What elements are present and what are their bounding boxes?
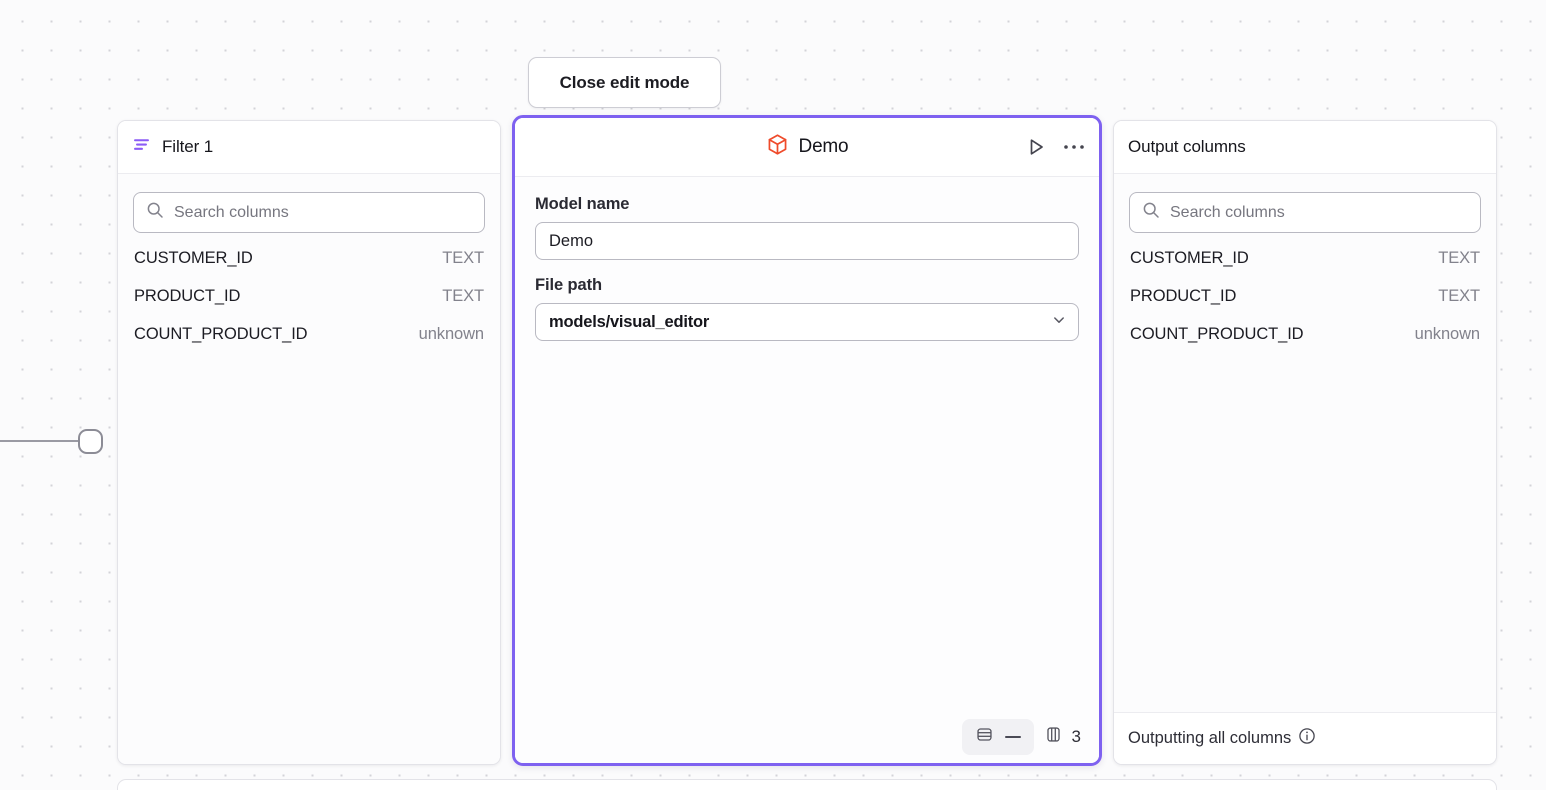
model-name-label: Model name bbox=[535, 195, 630, 213]
connector-line bbox=[0, 440, 80, 442]
column-row[interactable]: CUSTOMER_ID TEXT bbox=[1128, 249, 1482, 287]
ellipsis-icon[interactable] bbox=[1063, 143, 1085, 151]
demo-panel-header: Demo bbox=[515, 118, 1099, 177]
filter-panel-body: CUSTOMER_ID TEXT PRODUCT_ID TEXT COUNT_PRODU… bbox=[118, 174, 500, 764]
filter-column-list: CUSTOMER_ID TEXT PRODUCT_ID TEXT COUNT_PRODU… bbox=[118, 249, 500, 363]
file-path-select[interactable]: models/visual_editor bbox=[535, 303, 1079, 341]
column-name: COUNT_PRODUCT_ID bbox=[1130, 325, 1304, 343]
column-count-value: 3 bbox=[1071, 727, 1081, 746]
column-name: CUSTOMER_ID bbox=[1130, 249, 1249, 267]
row-count-value bbox=[1004, 736, 1021, 738]
output-columns-panel[interactable]: Output columns CUSTOMER_IDTEXTPRODUCT_ID… bbox=[1113, 120, 1497, 765]
columns-icon bbox=[1044, 725, 1063, 749]
row-count-group[interactable] bbox=[961, 719, 1034, 755]
output-search-wrapper[interactable] bbox=[1129, 192, 1481, 233]
filter-panel-title: Filter 1 bbox=[162, 137, 214, 156]
output-panel-body: CUSTOMER_ID TEXT PRODUCT_ID TEXT COUNT_PRODU… bbox=[1114, 174, 1496, 712]
column-row[interactable]: COUNT_PRODUCT_ID unknown bbox=[132, 325, 486, 363]
filter-search-input[interactable] bbox=[174, 203, 472, 222]
output-column-list: CUSTOMER_ID TEXT PRODUCT_ID TEXT COUNT_PRODU… bbox=[1114, 249, 1496, 363]
column-row[interactable]: PRODUCT_ID TEXT bbox=[1128, 287, 1482, 325]
column-row[interactable]: CUSTOMER_ID TEXT bbox=[132, 249, 486, 287]
demo-panel-body: Model name File path models/visual_edito… bbox=[515, 177, 1099, 711]
info-icon[interactable] bbox=[1298, 727, 1316, 750]
rows-icon bbox=[975, 725, 994, 749]
filter-panel-header: Filter 1 bbox=[118, 121, 500, 174]
column-type: TEXT bbox=[1438, 287, 1480, 305]
output-panel-header: Output columns bbox=[1114, 121, 1496, 174]
column-name: PRODUCT_ID bbox=[1130, 287, 1237, 305]
demo-model-panel[interactable]: Demo Model name bbox=[512, 115, 1102, 766]
filter-icon bbox=[132, 135, 151, 159]
demo-panel-footer: 3 bbox=[515, 711, 1099, 763]
filter-search-wrapper[interactable] bbox=[133, 192, 485, 233]
bottom-partial-panel[interactable] bbox=[117, 779, 1497, 790]
output-panel-footer: Outputting all columns bbox=[1114, 712, 1496, 764]
outputting-all-columns-label: Outputting all columns bbox=[1128, 729, 1292, 747]
model-name-input[interactable] bbox=[535, 222, 1079, 260]
column-row[interactable]: PRODUCT_ID TEXT bbox=[132, 287, 486, 325]
cube-icon bbox=[766, 133, 789, 161]
filter-panel[interactable]: Filter 1 CUSTOMER_ID TEXT PRODUCT_ID TEXT CO… bbox=[117, 120, 501, 765]
column-type: unknown bbox=[418, 325, 484, 343]
play-icon[interactable] bbox=[1025, 136, 1047, 158]
search-icon bbox=[146, 201, 164, 224]
search-icon bbox=[1142, 201, 1160, 224]
close-edit-mode-button[interactable]: Close edit mode bbox=[528, 57, 721, 108]
output-panel-title: Output columns bbox=[1128, 137, 1246, 156]
output-search-input[interactable] bbox=[1170, 203, 1468, 222]
column-name: COUNT_PRODUCT_ID bbox=[134, 325, 308, 343]
connector-handle[interactable] bbox=[78, 429, 103, 454]
file-path-value: models/visual_editor bbox=[549, 312, 710, 331]
column-type: TEXT bbox=[442, 249, 484, 267]
demo-panel-title: Demo bbox=[798, 136, 849, 157]
file-path-label: File path bbox=[535, 276, 602, 294]
column-name: CUSTOMER_ID bbox=[134, 249, 253, 267]
column-count-group[interactable]: 3 bbox=[1044, 725, 1085, 749]
column-type: TEXT bbox=[1438, 249, 1480, 267]
column-name: PRODUCT_ID bbox=[134, 287, 241, 305]
column-type: TEXT bbox=[442, 287, 484, 305]
chevron-down-icon bbox=[1051, 312, 1067, 333]
column-type: unknown bbox=[1414, 325, 1480, 343]
column-row[interactable]: COUNT_PRODUCT_ID unknown bbox=[1128, 325, 1482, 363]
